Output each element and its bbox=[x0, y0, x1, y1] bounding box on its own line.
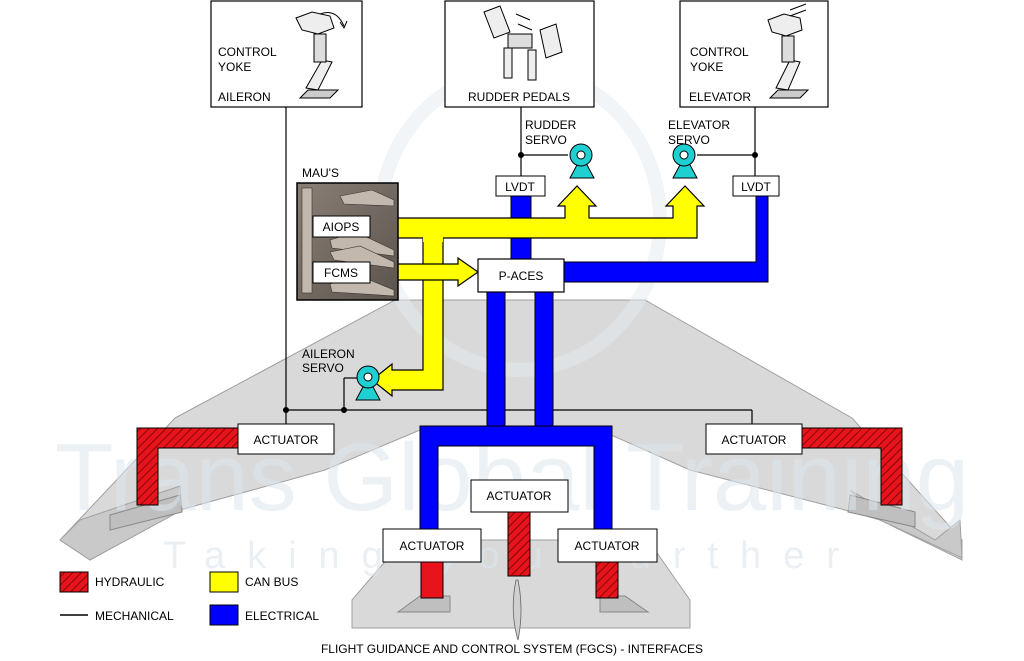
junction-dot bbox=[752, 152, 758, 158]
svg-text:SERVO: SERVO bbox=[668, 133, 710, 147]
svg-text:SERVO: SERVO bbox=[302, 361, 344, 375]
svg-text:MECHANICAL: MECHANICAL bbox=[95, 609, 174, 623]
hydraulic-lines bbox=[136, 427, 903, 599]
svg-text:HYDRAULIC: HYDRAULIC bbox=[95, 575, 165, 589]
svg-text:RUDDER: RUDDER bbox=[525, 118, 577, 132]
svg-text:ACTUATOR: ACTUATOR bbox=[400, 539, 465, 553]
maus-panel: MAU'S AIOPS FCMS bbox=[296, 166, 399, 301]
elevator-control-yoke-box: CONTROL YOKE ELEVATOR bbox=[679, 0, 829, 108]
legend: HYDRAULIC CAN BUS MECHANICAL ELECTRICAL bbox=[59, 571, 319, 626]
svg-text:LVDT: LVDT bbox=[505, 180, 535, 194]
lvdt-elevator: LVDT bbox=[732, 175, 780, 197]
maus-label: MAU'S bbox=[302, 166, 339, 180]
rudder-pedals-box: RUDDER PEDALS bbox=[444, 0, 595, 108]
p-aces-box: P-ACES bbox=[477, 258, 565, 293]
svg-text:LVDT: LVDT bbox=[741, 180, 771, 194]
svg-text:ACTUATOR: ACTUATOR bbox=[487, 489, 552, 503]
rudder-pedals-icon bbox=[483, 5, 563, 81]
svg-text:ELECTRICAL: ELECTRICAL bbox=[245, 609, 319, 623]
legend-electrical: ELECTRICAL bbox=[209, 604, 319, 626]
svg-text:ACTUATOR: ACTUATOR bbox=[722, 433, 787, 447]
watermark-tagline: Taking you further bbox=[163, 535, 861, 577]
svg-text:P-ACES: P-ACES bbox=[499, 269, 544, 283]
svg-text:AILERON: AILERON bbox=[218, 90, 271, 104]
lvdt-rudder: LVDT bbox=[495, 175, 546, 197]
svg-text:RUDDER PEDALS: RUDDER PEDALS bbox=[468, 90, 570, 104]
svg-text:CONTROL: CONTROL bbox=[218, 45, 277, 59]
actuator-left-wing: ACTUATOR bbox=[237, 423, 335, 455]
aiops-box: AIOPS bbox=[312, 215, 371, 238]
svg-text:CAN BUS: CAN BUS bbox=[245, 575, 298, 589]
svg-text:ACTUATOR: ACTUATOR bbox=[254, 433, 319, 447]
junction-dot bbox=[283, 407, 289, 413]
control-yoke-icon bbox=[295, 11, 348, 99]
svg-text:YOKE: YOKE bbox=[218, 60, 251, 74]
svg-text:CONTROL: CONTROL bbox=[690, 45, 749, 59]
junction-dot bbox=[518, 152, 524, 158]
legend-mechanical: MECHANICAL bbox=[60, 609, 174, 623]
junction-dot bbox=[341, 407, 347, 413]
svg-text:AILERON: AILERON bbox=[302, 347, 355, 361]
svg-text:ELEVATOR: ELEVATOR bbox=[668, 118, 730, 132]
legend-can-bus: CAN BUS bbox=[209, 571, 298, 593]
svg-text:ELEVATOR: ELEVATOR bbox=[689, 90, 751, 104]
control-yoke-icon bbox=[767, 3, 810, 99]
fcms-box: FCMS bbox=[312, 261, 371, 284]
actuator-elevator-right: ACTUATOR bbox=[557, 528, 658, 563]
actuator-rudder: ACTUATOR bbox=[470, 479, 569, 513]
mechanical-lines bbox=[285, 107, 756, 430]
rudder-servo: RUDDER SERVO bbox=[525, 118, 595, 179]
svg-text:YOKE: YOKE bbox=[690, 60, 723, 74]
aileron-control-yoke-box: CONTROL YOKE AILERON bbox=[210, 0, 363, 108]
svg-text:FCMS: FCMS bbox=[324, 266, 358, 280]
diagram-caption: FLIGHT GUIDANCE AND CONTROL SYSTEM (FGCS… bbox=[321, 642, 703, 656]
actuator-right-wing: ACTUATOR bbox=[705, 423, 803, 455]
aileron-servo: AILERON SERVO bbox=[302, 347, 381, 401]
svg-text:ACTUATOR: ACTUATOR bbox=[575, 539, 640, 553]
svg-text:AIOPS: AIOPS bbox=[323, 220, 360, 234]
elevator-servo: ELEVATOR SERVO bbox=[668, 118, 730, 179]
actuator-elevator-left: ACTUATOR bbox=[382, 528, 482, 563]
svg-text:SERVO: SERVO bbox=[525, 133, 567, 147]
legend-hydraulic: HYDRAULIC bbox=[59, 571, 165, 593]
